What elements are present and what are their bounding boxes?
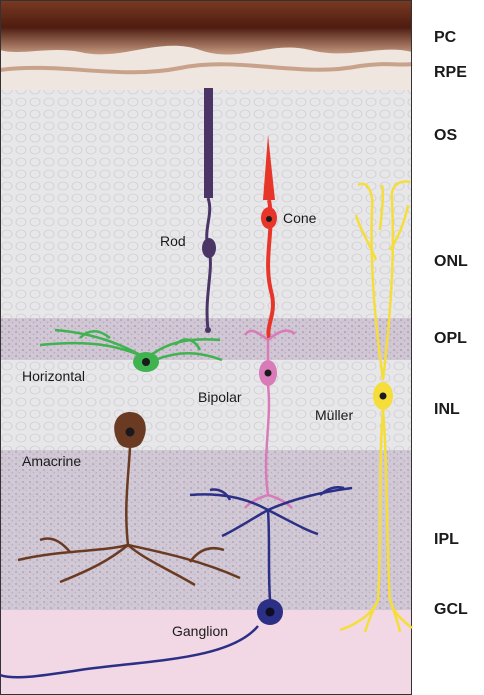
rod-outer-segment <box>204 88 213 198</box>
layer-label-onl: ONL <box>434 253 468 270</box>
amacrine-label: Amacrine <box>22 453 81 469</box>
pigment-choroid-band <box>0 0 412 55</box>
layer-label-ipl: IPL <box>434 531 459 548</box>
muller-label: Müller <box>315 407 353 423</box>
layer-label-gcl: GCL <box>434 601 468 618</box>
layer-label-os: OS <box>434 127 457 144</box>
bipolar-nucleus <box>265 370 272 377</box>
ganglion-label: Ganglion <box>172 623 228 639</box>
layer-labels: PC RPE OS ONL OPL INL IPL GCL <box>434 29 468 618</box>
ganglion-nucleus <box>266 608 275 617</box>
layer-label-inl: INL <box>434 401 460 418</box>
rod-nucleus <box>202 238 216 258</box>
rod-terminal <box>205 327 211 333</box>
horizontal-label: Horizontal <box>22 368 85 384</box>
cone-nucleus-dot <box>266 216 272 222</box>
horizontal-nucleus <box>142 358 150 366</box>
muller-nucleus <box>380 393 387 400</box>
rod-label: Rod <box>160 233 186 249</box>
bipolar-label: Bipolar <box>198 389 242 405</box>
cone-label: Cone <box>283 210 317 226</box>
ipl-band-dots <box>0 450 412 610</box>
amacrine-nucleus <box>126 428 135 437</box>
layer-label-opl: OPL <box>434 330 467 347</box>
layer-label-pc: PC <box>434 29 457 46</box>
layer-label-rpe: RPE <box>434 64 467 81</box>
